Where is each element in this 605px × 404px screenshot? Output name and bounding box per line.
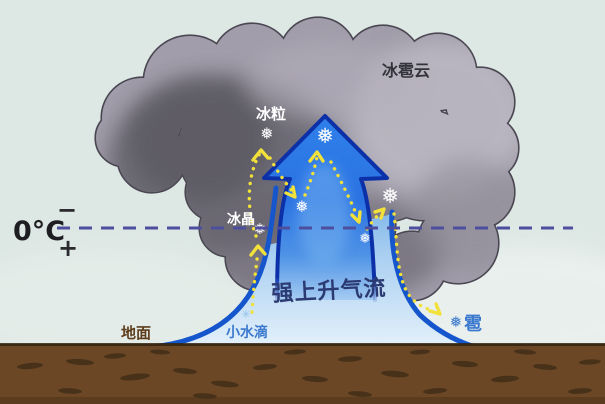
- hail-cloud-label: 冰雹云: [382, 61, 430, 80]
- plus-sign-label: +: [58, 234, 78, 262]
- ground-label: 地面: [121, 324, 151, 342]
- path-droplet-to-crystal: [249, 244, 267, 314]
- minus-sign-label: −: [57, 196, 77, 224]
- circulation-paths: [247, 148, 442, 316]
- updraft-arrow: [262, 114, 389, 302]
- path-fallout-to-hail: [392, 212, 442, 316]
- path-up-to-big-flake: [365, 207, 386, 231]
- strong-updraft-label: 强上升气流: [271, 275, 387, 307]
- path-crystal-to-pellet: [247, 148, 270, 238]
- droplet-sparkle-icon: ✳: [241, 308, 250, 321]
- ground: [0, 343, 605, 404]
- funnel-right-edge: [389, 209, 475, 349]
- small-droplets-label: 小水滴: [226, 324, 268, 341]
- snowflake-icon: ❅: [381, 184, 399, 208]
- ice-pellets-label: 冰粒: [256, 105, 286, 123]
- ice-crystals-label: 冰晶: [227, 211, 255, 228]
- path-pellet-down: [268, 156, 297, 199]
- hail-label: 雹: [464, 314, 482, 335]
- snowflake-icon: ❅: [260, 124, 273, 143]
- funnel-left-edge: [157, 185, 279, 349]
- freezing-level: 0°C − +: [13, 196, 573, 262]
- path-tip-down-right: [329, 160, 362, 224]
- zero-celsius-label: 0°C: [13, 216, 65, 247]
- hail-snowflake-icon: ❅: [450, 313, 463, 331]
- snowflake-icon: ❅: [316, 124, 334, 148]
- sky-light-patch-left: [0, 250, 255, 360]
- snowflake-icon: ❅: [359, 231, 371, 247]
- labels: 冰雹云 冰粒 冰晶 强上升气流 地面 小水滴 雹: [121, 61, 482, 342]
- path-up-to-tip: [303, 150, 325, 197]
- snowflake-icon: ❅: [295, 197, 308, 216]
